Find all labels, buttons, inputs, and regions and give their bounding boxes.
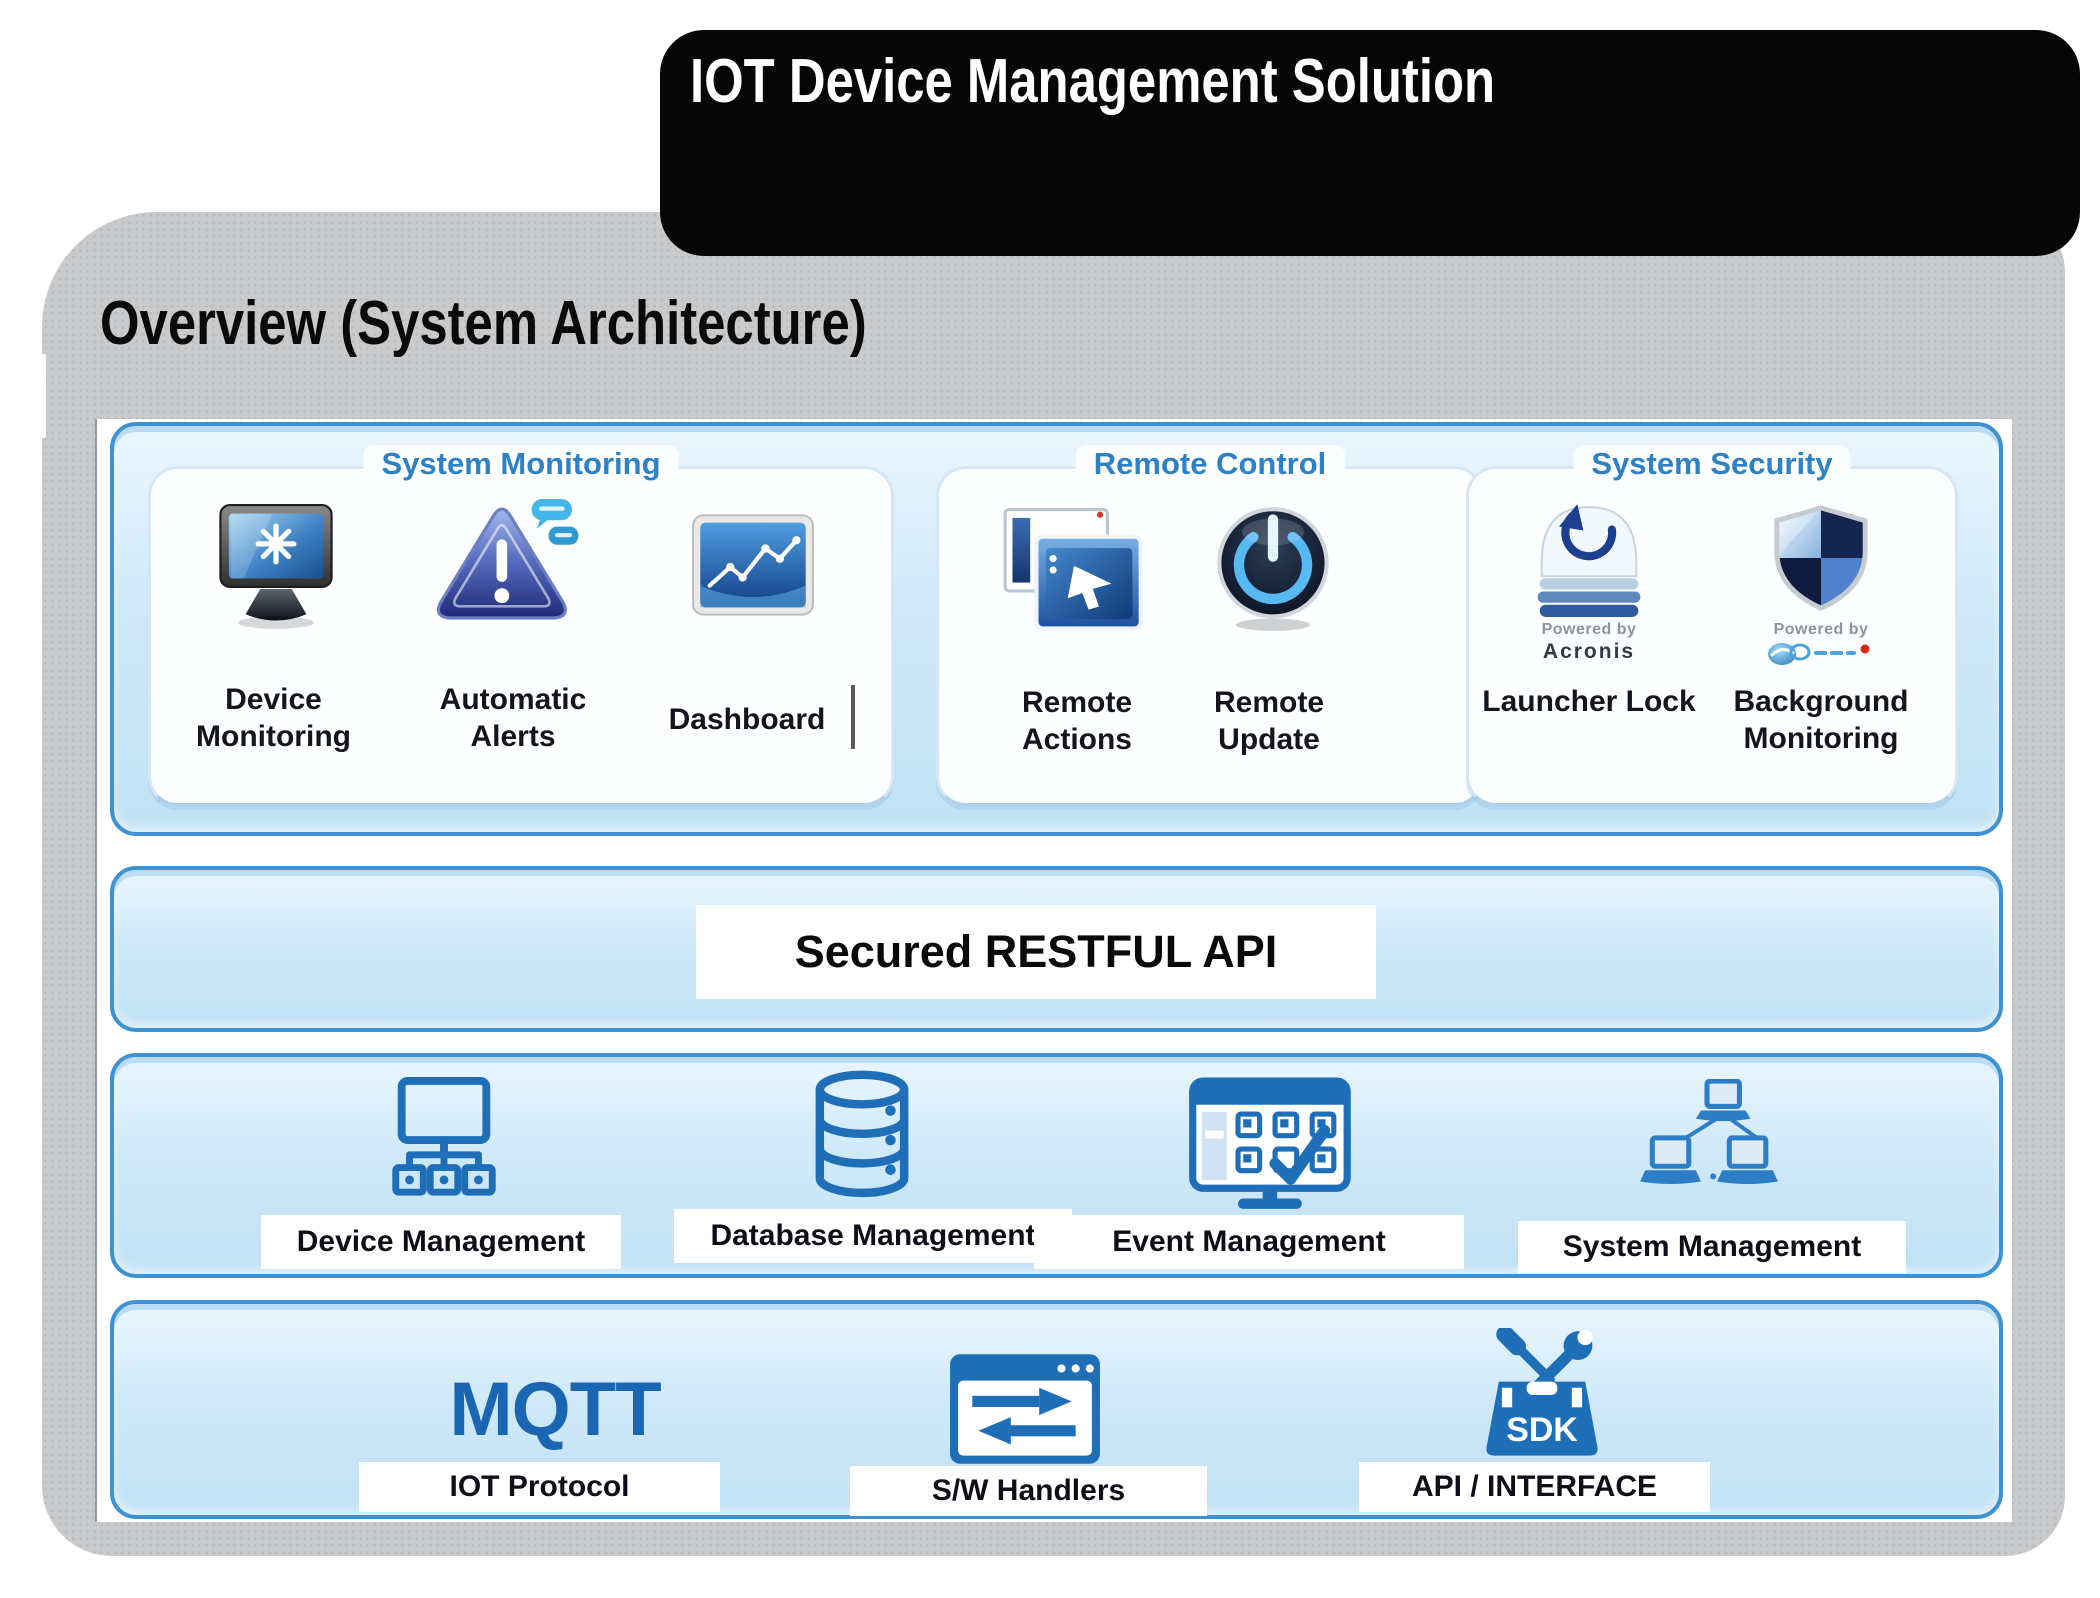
slide-panel: Overview (System Architecture) System Mo… [36,212,2065,1556]
background-monitoring-icon [1767,499,1875,617]
device-monitoring-icon [217,503,335,631]
sdk-icon: SDK [1468,1328,1616,1464]
device-management-icon [380,1075,508,1207]
management-label: Event Management [1034,1215,1464,1269]
secured-restful-api-label: Secured RESTFUL API [696,905,1376,999]
protocol-label: IOT Protocol [359,1462,720,1512]
presentation-title: IOT Device Management Solution [690,47,1496,116]
group-title: System Monitoring [363,445,679,484]
slide-edge-artifact [36,354,46,438]
protocol-label: API / INTERFACE [1359,1462,1710,1512]
sdk-text: SDK [1506,1411,1578,1449]
event-management-icon [1174,1077,1370,1215]
protocol-label: S/W Handlers [850,1466,1207,1516]
database-management-icon [804,1067,920,1207]
group-title: Remote Control [1075,445,1345,484]
protocol-layer: MQTT IOT Protocol S/W Handlers [110,1300,2003,1519]
api-layer: Secured RESTFUL API [110,866,2003,1032]
title-banner: IOT Device Management Solution [660,30,2080,256]
management-layer: Device Management Database Management [110,1053,2003,1278]
service-label: Remote Update [1213,686,1325,756]
mqtt-logo: MQTT [449,1367,661,1452]
service-label: Remote Actions [1021,686,1133,756]
text-cursor-mark [851,685,855,749]
group-title: System Security [1573,445,1851,484]
vendor-acronis-logo: Acronis [1542,640,1636,663]
security-vendor-logo [1766,639,1876,667]
group-system-security: System Security Powered by Acronis [1466,445,1958,806]
service-label: Dashboard [668,703,826,736]
launcher-lock-icon [1525,499,1653,619]
remote-actions-icon [1001,505,1147,633]
dashboard-icon [691,513,815,617]
service-label: Automatic Alerts [439,683,587,753]
group-system-monitoring: System Monitoring [148,445,894,806]
powered-by-text: Powered by [1773,621,1869,638]
architecture-diagram: System Monitoring [97,419,2012,1522]
management-label: Database Management [674,1209,1072,1263]
automatic-alerts-icon [429,499,579,635]
powered-by-text: Powered by [1541,621,1637,638]
service-label: Device Monitoring [196,683,351,753]
service-label: Launcher Lock [1482,685,1696,718]
management-label: Device Management [261,1215,621,1269]
remote-update-icon [1211,503,1335,633]
group-remote-control: Remote Control [936,445,1484,806]
sw-handlers-icon [948,1352,1102,1466]
services-layer: System Monitoring [110,422,2003,836]
service-label: Background Monitoring [1733,685,1909,755]
management-label: System Management [1518,1221,1906,1273]
system-management-icon [1630,1079,1782,1215]
page-title: Overview (System Architecture) [100,289,867,358]
